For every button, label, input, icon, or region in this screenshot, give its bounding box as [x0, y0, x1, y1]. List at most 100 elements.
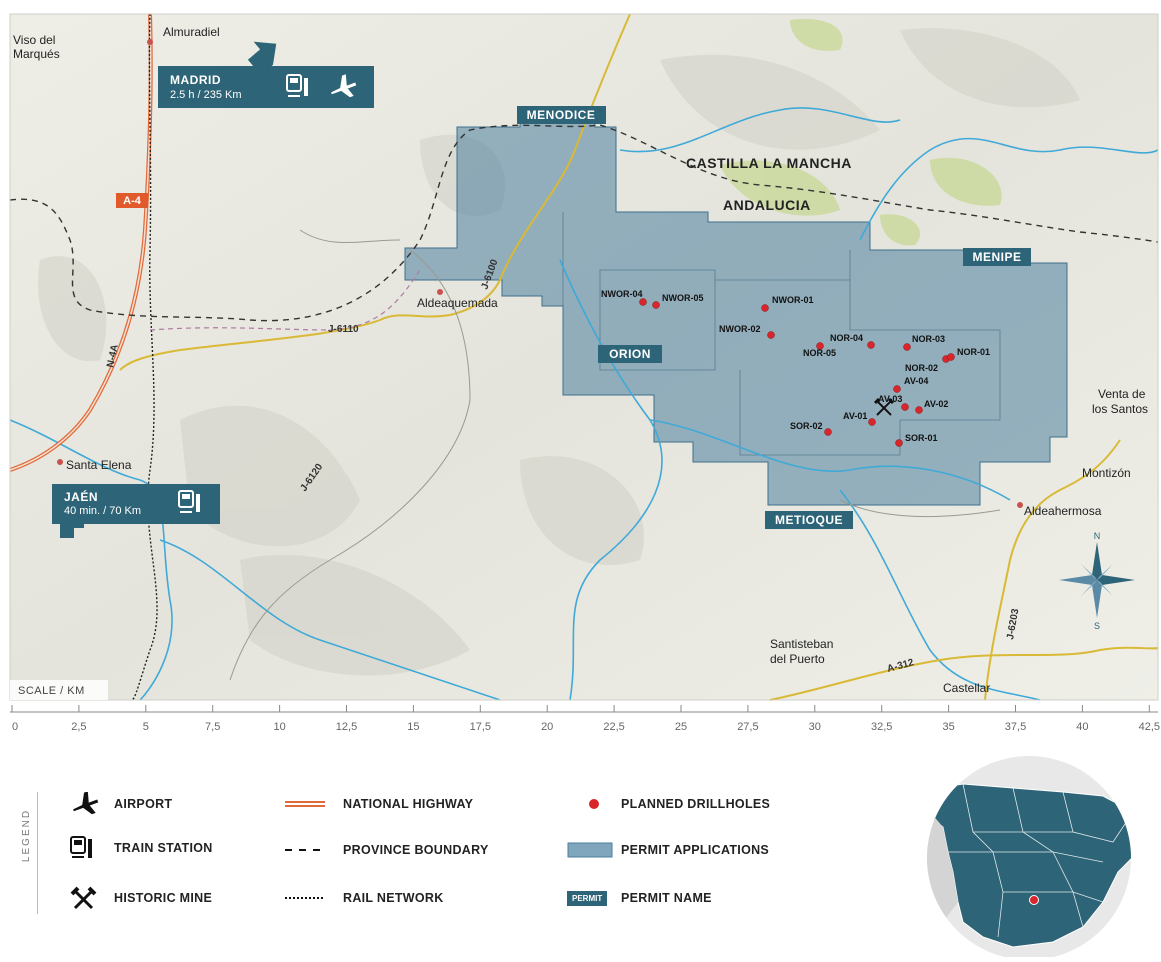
regional-boundary	[149, 269, 421, 331]
scale-tick-label: 15	[407, 721, 419, 733]
scale-tick-label: 35	[942, 721, 954, 733]
arrow-southwest-icon	[60, 518, 84, 538]
hole-label-nwor-01: NWOR-01	[772, 295, 814, 305]
permit-applications-swatch	[567, 842, 613, 858]
legend-permit-name: PERMIT PERMIT NAME	[567, 886, 712, 910]
madrid-callout: MADRID 2.5 h / 235 Km	[158, 41, 374, 108]
town-santisteban-2: del Puerto	[770, 652, 825, 666]
jaen-title: JAÉN	[64, 490, 99, 504]
hole-label-sor-02: SOR-02	[790, 421, 823, 431]
arrow-northeast-icon	[248, 41, 277, 68]
jaen-distance: 40 min. / 70 Km	[64, 505, 142, 517]
hole-label-nwor-05: NWOR-05	[662, 293, 704, 303]
scale-tick-label: 42,5	[1139, 721, 1160, 733]
town-almuradiel: Almuradiel	[163, 25, 220, 39]
drillhole-nor-01b	[947, 353, 955, 361]
town-venta-de-los-santos-1: Venta de	[1098, 387, 1146, 401]
legend-drillholes: PLANNED DRILLHOLES	[567, 792, 770, 816]
rail-network	[131, 13, 158, 701]
legend-drillholes-label: PLANNED DRILLHOLES	[621, 797, 771, 811]
national-highway	[9, 13, 153, 472]
scale-tick-label: 27,5	[737, 721, 758, 733]
road-n4a: N-4A	[105, 344, 121, 369]
drillhole-nwor-05	[652, 301, 660, 309]
madrid-distance: 2.5 h / 235 Km	[170, 89, 242, 101]
legend-divider	[37, 792, 38, 914]
national-highway-swatch	[285, 801, 325, 807]
legend-train: TRAIN STATION	[70, 836, 213, 860]
legend-highway: NATIONAL HIGHWAY	[285, 792, 473, 816]
compass-n: N	[1094, 531, 1101, 541]
jaen-callout: JAÉN 40 min. / 70 Km	[52, 484, 220, 538]
towns: Viso del Marqués Almuradiel Aldeaquemada…	[13, 25, 1148, 695]
legend-boundary-label: PROVINCE BOUNDARY	[343, 843, 489, 857]
permit-name-menodice: MENODICE	[527, 108, 596, 122]
town-aldeahermosa: Aldeahermosa	[1024, 504, 1102, 518]
scale-tick-label: 2,5	[71, 721, 86, 733]
legend-rail: RAIL NETWORK	[285, 886, 444, 910]
province-boundary-swatch	[285, 849, 325, 851]
drillhole-sor-02	[824, 428, 832, 436]
permit-label-menodice: MENODICE	[517, 106, 606, 124]
scale-tick-label: 37,5	[1005, 721, 1026, 733]
drillhole-sor-01	[895, 439, 903, 447]
drillhole-av-03	[901, 403, 909, 411]
train-station-icon	[286, 74, 308, 97]
town-santa-elena: Santa Elena	[66, 458, 132, 472]
legend: LEGEND AIRPORT TRAIN STATION	[0, 770, 900, 930]
town-viso-del-marques-2: Marqués	[13, 47, 60, 61]
permit-label-metioque: METIOQUE	[765, 511, 853, 529]
airport-icon	[331, 74, 357, 98]
scale-label: SCALE / KM	[18, 685, 85, 697]
drillhole-nwor-02	[767, 331, 775, 339]
hole-label-nor-01: NOR-01	[957, 347, 990, 357]
province-boundary	[9, 124, 1159, 322]
map-frame	[9, 13, 1159, 701]
hole-label-nwor-02: NWOR-02	[719, 324, 761, 334]
legend-highway-label: NATIONAL HIGHWAY	[343, 797, 474, 811]
train-station-icon	[70, 836, 92, 858]
spain-inset-map	[903, 752, 1161, 960]
scale-tick-label: 17,5	[470, 721, 491, 733]
hole-label-av-04: AV-04	[904, 376, 928, 386]
spain-locator-map	[927, 756, 1131, 960]
legend-airport-label: AIRPORT	[114, 797, 173, 811]
town-castellar: Castellar	[943, 681, 990, 695]
legend-permit-name-label: PERMIT NAME	[621, 891, 712, 905]
hill-shading	[38, 28, 1080, 676]
legend-title: LEGEND	[21, 808, 33, 863]
scale-tick-label: 30	[809, 721, 821, 733]
map-panel: MENODICE MENIPE ORION METIOQUE CASTILLA …	[9, 13, 1160, 733]
town-viso-del-marques-1: Viso del	[13, 33, 55, 47]
road-j6110: J-6110	[328, 324, 359, 335]
train-station-icon	[178, 490, 200, 513]
historic-mine-icon	[70, 886, 97, 910]
hole-label-nor-04: NOR-04	[830, 333, 863, 343]
airport-icon	[73, 792, 99, 815]
drillhole-icon	[589, 799, 599, 809]
scale-tick-label: 12,5	[336, 721, 357, 733]
hole-label-av-02: AV-02	[924, 399, 948, 409]
legend-train-label: TRAIN STATION	[114, 841, 213, 855]
road-a4: A-4	[123, 195, 142, 207]
permit-inner-lines	[562, 212, 1001, 456]
road-a4-label: A-4	[116, 193, 148, 208]
legend-airport: AIRPORT	[70, 792, 172, 816]
scale-tick-label: 20	[541, 721, 553, 733]
compass-rose-icon: N S	[1059, 531, 1135, 631]
drillhole-markers	[639, 298, 955, 447]
town-venta-de-los-santos-2: los Santos	[1092, 402, 1148, 416]
scale-tick-label: 5	[143, 721, 149, 733]
scale-tick-label: 7,5	[205, 721, 220, 733]
town-aldeaquemada: Aldeaquemada	[417, 296, 498, 310]
town-santisteban-1: Santisteban	[770, 637, 833, 651]
hole-label-av-01: AV-01	[843, 411, 867, 421]
permit-name-metioque: METIOQUE	[775, 513, 843, 527]
drillhole-av-04	[893, 385, 901, 393]
scale-tick-label: 25	[675, 721, 687, 733]
legend-permits-label: PERMIT APPLICATIONS	[621, 843, 770, 857]
legend-mine-label: HISTORIC MINE	[114, 891, 213, 905]
town-markers	[57, 39, 1023, 508]
hole-label-nor-05: NOR-05	[803, 348, 836, 358]
